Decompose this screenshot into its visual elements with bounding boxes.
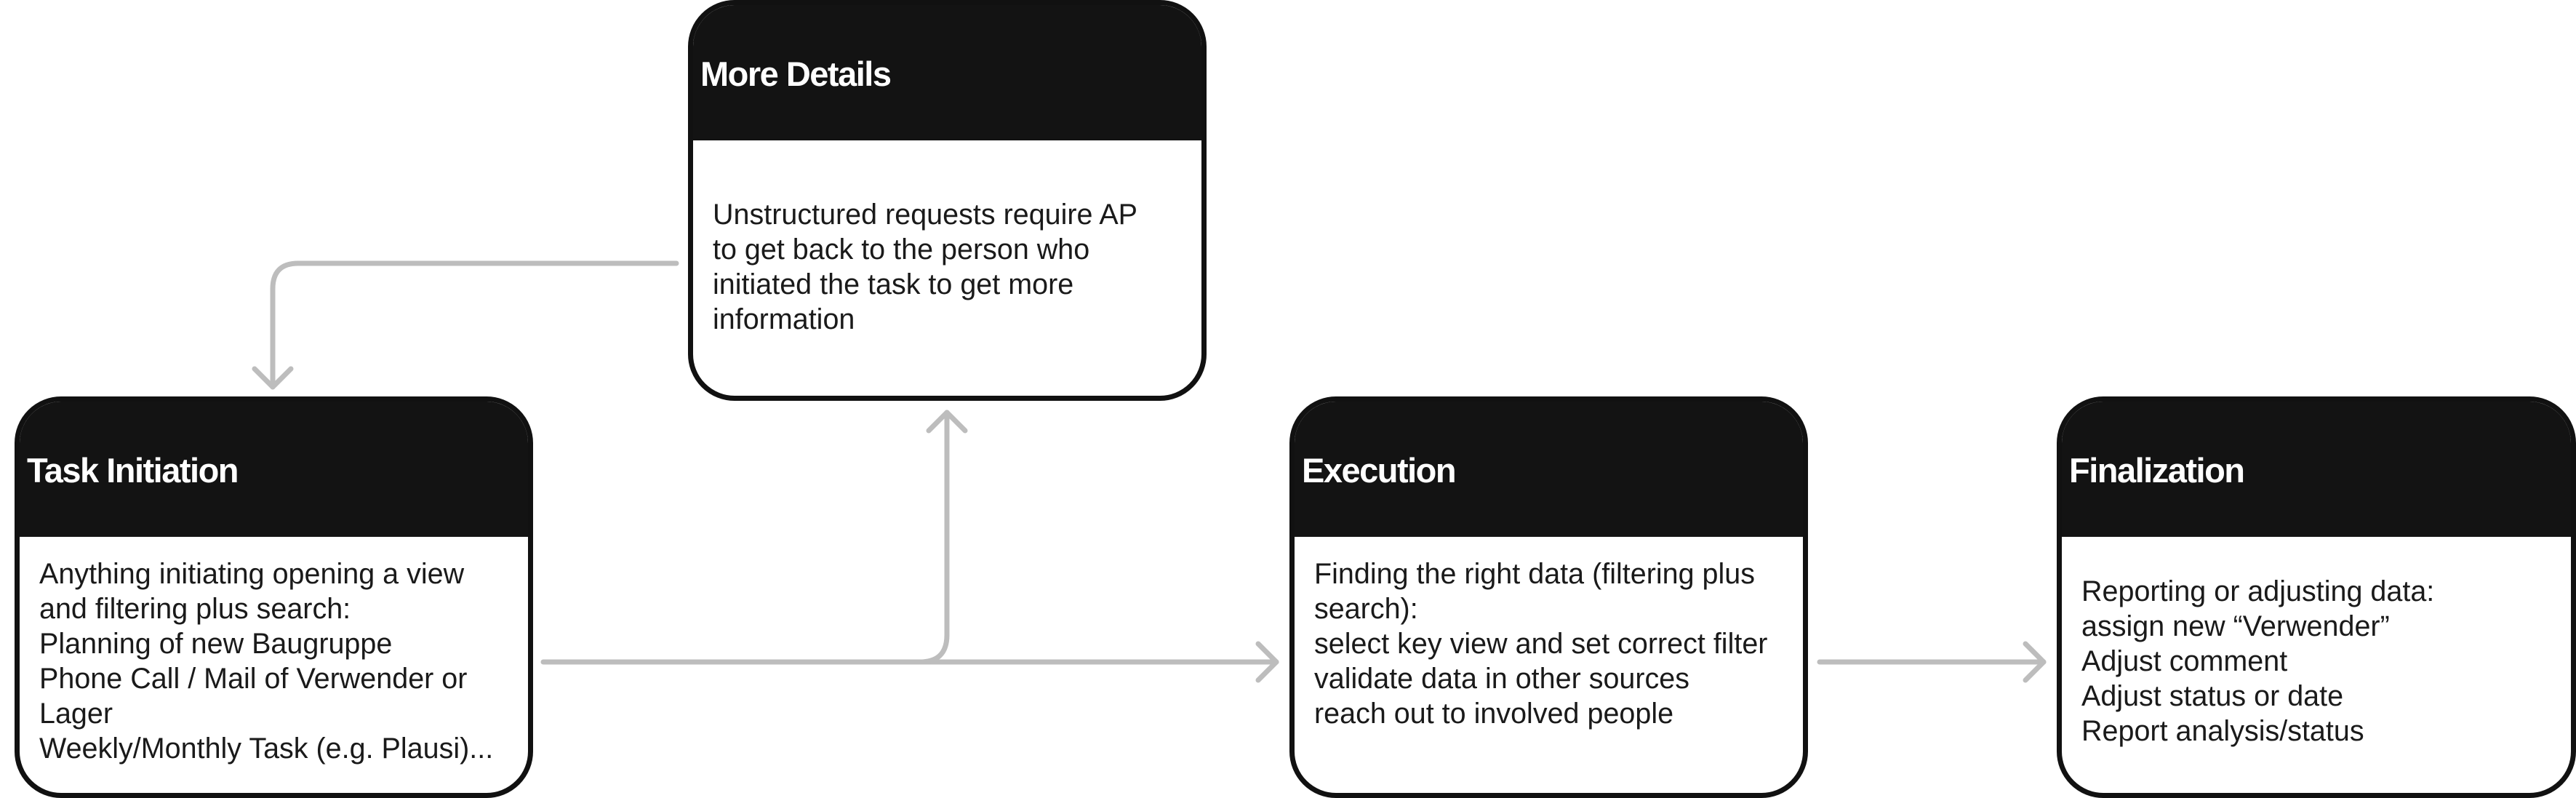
execution-line: select key view and set correct filter: [1314, 628, 1768, 660]
more-details-title: More Details: [700, 55, 892, 93]
finalization-line: Adjust status or date: [2081, 680, 2344, 712]
more-details-line: initiated the task to get more: [713, 268, 1074, 300]
task-initiation-line: Weekly/Monthly Task (e.g. Plausi)...: [39, 733, 494, 765]
more-details-line: to get back to the person who: [713, 234, 1090, 266]
execution-line: search):: [1314, 593, 1418, 625]
more-details-line: Unstructured requests require AP: [713, 199, 1138, 231]
more-details-body: Unstructured requests require AP to get …: [693, 140, 1201, 396]
arrowhead-execution-to-finalization: [2023, 641, 2047, 683]
arrowhead-details-to-initiation: [252, 366, 294, 390]
finalization-line: Adjust comment: [2081, 645, 2288, 677]
finalization-body: Reporting or adjusting data: assign new …: [2062, 537, 2571, 793]
finalization-title: Finalization: [2069, 451, 2245, 490]
arrowhead-initiation-to-execution: [1255, 641, 1279, 683]
finalization-card: Finalization Reporting or adjusting data…: [2057, 396, 2576, 798]
finalization-header: Finalization: [2062, 402, 2571, 537]
execution-header: Execution: [1295, 402, 1803, 537]
execution-body: Finding the right data (filtering plus s…: [1295, 537, 1803, 793]
task-initiation-line: Lager: [39, 698, 113, 730]
task-initiation-line: Anything initiating opening a view: [39, 558, 465, 590]
arrow-initiation-to-details: [917, 410, 950, 665]
execution-card: Execution Finding the right data (filter…: [1289, 396, 1808, 798]
finalization-line: Report analysis/status: [2081, 715, 2364, 747]
finalization-line: Reporting or adjusting data:: [2081, 575, 2435, 607]
more-details-card: More Details Unstructured requests requi…: [688, 0, 1207, 401]
execution-line: validate data in other sources: [1314, 663, 1690, 695]
arrow-details-to-initiation: [270, 260, 679, 390]
execution-title: Execution: [1302, 451, 1457, 490]
task-initiation-header: Task Initiation: [20, 402, 528, 537]
task-initiation-line: and filtering plus search:: [39, 593, 351, 625]
more-details-header: More Details: [693, 5, 1201, 140]
more-details-line: information: [713, 303, 855, 335]
task-initiation-line: Phone Call / Mail of Verwender or: [39, 663, 468, 695]
execution-line: Finding the right data (filtering plus: [1314, 558, 1756, 590]
finalization-line: assign new “Verwender”: [2081, 610, 2390, 642]
task-initiation-body: Anything initiating opening a view and f…: [20, 537, 528, 793]
arrowhead-initiation-to-details: [926, 410, 968, 434]
task-initiation-card: Task Initiation Anything initiating open…: [15, 396, 533, 798]
execution-line: reach out to involved people: [1314, 698, 1674, 730]
task-initiation-line: Planning of new Baugruppe: [39, 628, 393, 660]
task-initiation-title: Task Initiation: [27, 451, 239, 490]
